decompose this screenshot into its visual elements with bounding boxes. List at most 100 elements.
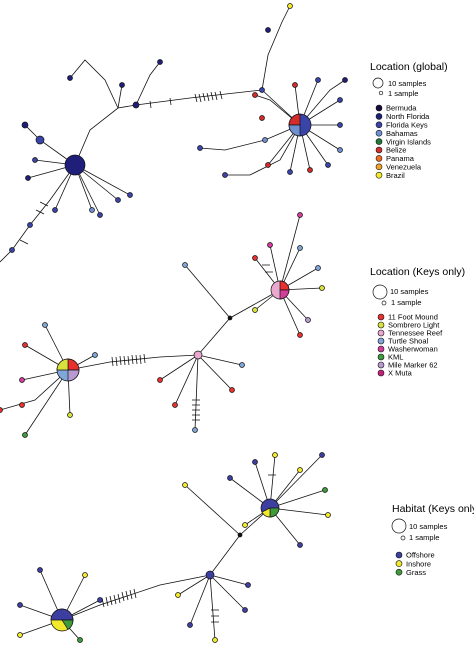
haplotype-node	[22, 342, 28, 348]
size-key-label: 10 samples	[390, 287, 429, 296]
haplotype-node	[227, 315, 233, 321]
haplotype-node	[337, 122, 343, 128]
haplotype-node	[325, 162, 331, 168]
legend-title: Location (Keys only)	[370, 266, 465, 278]
network-edge	[74, 164, 131, 196]
legend-item-label: Turtle Shoal	[388, 337, 428, 346]
legend-item-label: Virgin Islands	[386, 137, 431, 146]
network-edge	[299, 79, 346, 126]
haplotype-node	[259, 87, 265, 93]
pie-slice	[288, 113, 301, 126]
haplotype-node	[115, 197, 121, 203]
legend-swatch	[375, 113, 383, 120]
legend-swatch	[395, 560, 403, 567]
haplotype-node	[242, 607, 248, 613]
haplotype-node	[322, 487, 328, 493]
haplotype-node	[157, 59, 163, 65]
haplotype-node	[21, 121, 29, 129]
haplotype-node	[197, 145, 203, 151]
haplotype-node	[77, 637, 83, 643]
haplotype-node	[227, 475, 233, 481]
network-edge	[194, 354, 199, 431]
network-edge	[117, 84, 123, 109]
pie-slice	[61, 619, 74, 630]
pie-slice	[261, 507, 271, 518]
haplotype-node	[297, 467, 303, 473]
size-key-label: 1 sample	[409, 533, 439, 542]
haplotype-node	[0, 407, 3, 413]
haplotype-node	[292, 82, 298, 88]
haplotype-node	[239, 362, 245, 368]
pie-slice	[279, 280, 290, 291]
network-edge	[209, 574, 216, 641]
mutation-ticks	[101, 588, 137, 608]
legend-location-keys: Location (Keys only) 10 samples 1 sample…	[370, 266, 465, 378]
legend-swatch	[377, 353, 385, 361]
haplotype-node	[252, 92, 258, 98]
haplotype-node	[19, 402, 25, 408]
legend-swatch	[375, 163, 383, 171]
legend-swatch	[375, 129, 383, 137]
network-edge	[269, 489, 326, 509]
legend-item-label: X Muta	[388, 369, 413, 378]
haplotype-node	[262, 137, 268, 143]
mutation-ticks	[194, 90, 223, 103]
network-keys-habitat	[17, 452, 331, 643]
pie-slice	[67, 369, 80, 382]
haplotype-node	[319, 285, 325, 291]
haplotype-node	[315, 265, 321, 271]
haplotype-node	[127, 192, 133, 198]
legend-item-label: Brazil	[386, 171, 405, 180]
legend-swatch	[377, 329, 385, 337]
haplotype-node	[192, 427, 198, 433]
haplotype-node	[287, 169, 293, 175]
haplotype-node	[187, 622, 193, 628]
haplotype-node	[82, 572, 88, 578]
network-edge	[67, 289, 281, 371]
haplotype-node	[325, 512, 331, 518]
legend-item-label: North Florida	[386, 112, 430, 121]
haplotype-node	[67, 412, 73, 418]
legend-item-label: Venezuela	[386, 163, 422, 172]
pie-slice	[67, 358, 80, 371]
haplotype-node	[119, 82, 125, 88]
network-edge	[261, 5, 291, 91]
haplotype-node	[97, 597, 103, 603]
network-edge	[279, 214, 301, 291]
legend-swatch	[375, 138, 383, 145]
legend-swatch	[395, 551, 403, 559]
haplotype-node	[305, 317, 311, 323]
legend-item-label: Mile Marker 62	[388, 361, 438, 370]
haplotype-node	[252, 255, 258, 261]
network-edge	[0, 369, 69, 411]
haplotype-node	[9, 247, 15, 253]
legend-item-label: Bermuda	[386, 104, 417, 113]
legend-item-label: KML	[388, 353, 403, 362]
network-edge	[159, 354, 199, 381]
network-edge	[225, 124, 301, 176]
legend-swatch	[377, 337, 385, 345]
legend-item-label: Washerwoman	[388, 345, 438, 354]
legend-swatch	[395, 568, 403, 576]
network-edge	[74, 89, 301, 166]
haplotype-node	[37, 567, 43, 573]
haplotype-node	[252, 307, 258, 313]
size-key-large	[372, 284, 388, 300]
legend-item-label: Belize	[386, 146, 406, 155]
legend-item-label: Offshore	[406, 551, 435, 560]
network-edge	[174, 354, 199, 406]
network-edge	[184, 264, 231, 319]
legend-item-label: Tennessee Reef	[388, 329, 443, 338]
haplotype-node	[22, 432, 28, 438]
haplotype-node	[229, 387, 235, 393]
mutation-ticks	[211, 474, 276, 623]
haplotype-node	[259, 115, 265, 121]
size-key-label: 10 samples	[409, 522, 448, 531]
legend-item-label: Panama	[386, 154, 415, 163]
network-edge	[69, 59, 119, 109]
haplotype-node	[342, 77, 348, 83]
legend-item-label: Grass	[406, 568, 426, 577]
legend-swatch	[377, 313, 385, 321]
haplotype-node	[25, 175, 31, 181]
